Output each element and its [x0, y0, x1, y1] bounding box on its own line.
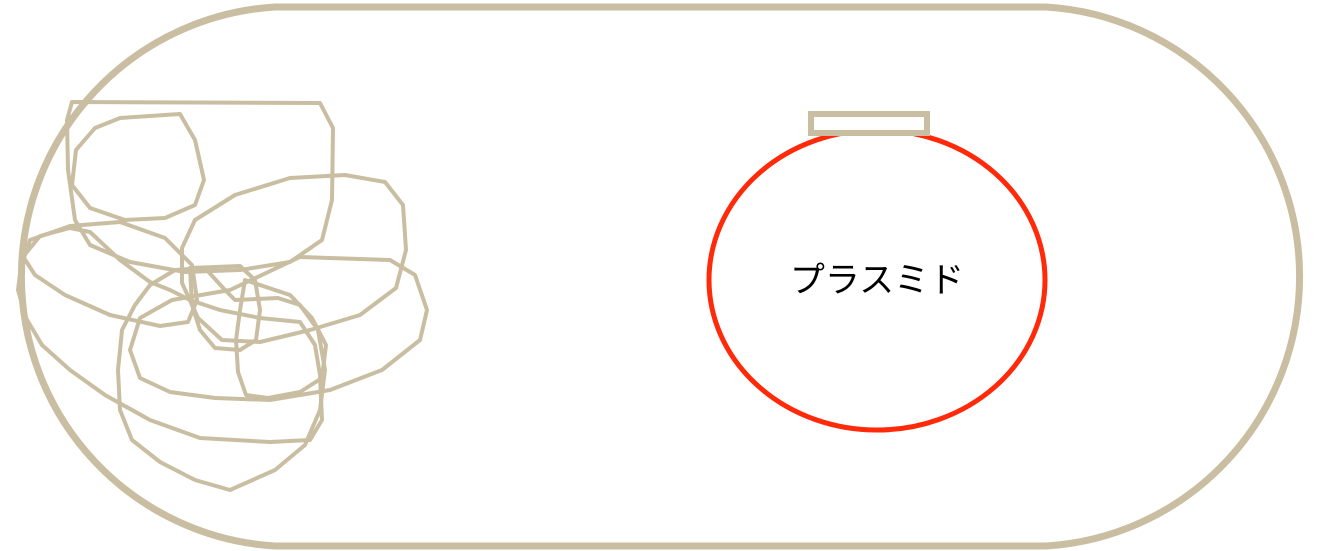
dna-loop	[180, 173, 408, 344]
dna-loop	[16, 226, 324, 444]
dna-loop	[188, 264, 262, 352]
chromosomal-dna	[16, 100, 429, 492]
plasmid-label: プラスミド	[790, 261, 964, 301]
cell-membrane	[17, 3, 1304, 550]
plasmid-insert	[808, 111, 930, 136]
dna-loop	[65, 100, 335, 274]
dna-loop	[234, 278, 328, 400]
dna-loop	[116, 266, 327, 492]
dna-loop	[128, 255, 429, 402]
dna-loop	[70, 112, 206, 222]
